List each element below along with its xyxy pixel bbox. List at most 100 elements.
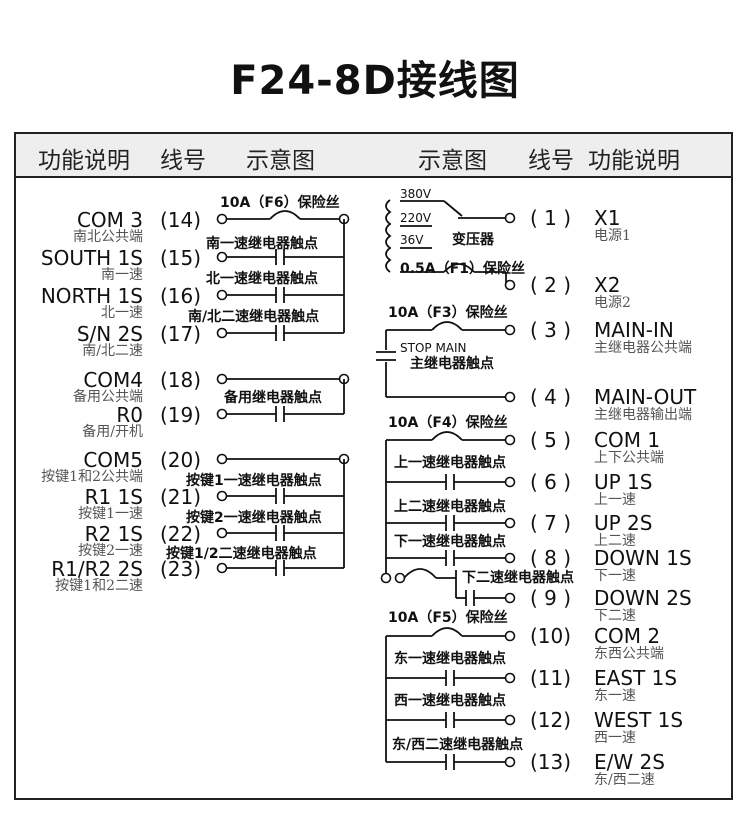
wire-number: (15) xyxy=(160,246,201,270)
terminal-label: COM 3 xyxy=(77,208,143,232)
terminal-description: 西一速 xyxy=(594,730,636,746)
wire-number: (11) xyxy=(530,666,571,690)
relay-label-key1: 按键1一速继电器触点 xyxy=(186,472,322,489)
terminal xyxy=(380,572,392,584)
terminal xyxy=(504,434,516,446)
component-labels: 10A（F6）保险丝南一速继电器触点北一速继电器触点南/北二速继电器触点备用继电… xyxy=(166,187,574,753)
main-relay-label: 主继电器触点 xyxy=(410,355,494,372)
stop-main-label: STOP MAIN xyxy=(400,341,467,355)
relay-label-spare: 备用继电器触点 xyxy=(223,389,322,406)
relay-label-east1: 东一速继电器触点 xyxy=(394,650,506,667)
terminal-description: 南北公共端 xyxy=(73,229,143,245)
wire-number: (16) xyxy=(160,284,201,308)
relay-label-up2: 上二速继电器触点 xyxy=(394,498,506,515)
wire-number: (23) xyxy=(160,557,201,581)
terminal xyxy=(504,517,516,529)
wire-number: ( 6 ) xyxy=(530,470,571,494)
wire-number: (10) xyxy=(530,624,571,648)
terminal xyxy=(504,592,516,604)
terminal xyxy=(504,212,516,224)
terminal-description: 北一速 xyxy=(101,305,143,321)
terminal-label: R1 1S xyxy=(85,485,143,509)
wire xyxy=(443,263,475,273)
terminal-label: UP 2S xyxy=(594,511,652,535)
relay-label-down1: 下一速继电器触点 xyxy=(394,533,506,550)
terminal-description: 下二速 xyxy=(594,608,636,624)
table-header xyxy=(16,134,731,178)
voltage-label-36v: 36V xyxy=(400,233,424,247)
terminal xyxy=(504,756,516,768)
wire xyxy=(443,200,463,217)
wire-number: ( 5 ) xyxy=(530,428,571,452)
header-left-function: 功能说明 xyxy=(38,148,130,174)
wire xyxy=(431,431,463,441)
terminal-label: MAIN-IN xyxy=(594,318,674,342)
terminal-label: S/N 2S xyxy=(77,322,143,346)
terminal-description: 主继电器公共端 xyxy=(594,340,692,356)
relay-label-key12: 按键1/2二速继电器触点 xyxy=(166,545,317,562)
terminal-label: R2 1S xyxy=(85,522,143,546)
relay-label-sn2: 南/北二速继电器触点 xyxy=(188,308,319,325)
terminal xyxy=(216,213,228,225)
wire-number: (20) xyxy=(160,448,201,472)
wire-number: (21) xyxy=(160,485,201,509)
wire-number: ( 7 ) xyxy=(530,511,571,535)
relay-label-south1: 南一速继电器触点 xyxy=(206,235,318,252)
terminal xyxy=(216,289,228,301)
terminal-label: X1 xyxy=(594,206,620,230)
wire xyxy=(431,627,463,637)
terminal-description: 按键1一速 xyxy=(78,506,143,522)
fuse-label-f5: 10A（F5）保险丝 xyxy=(388,609,508,626)
wire xyxy=(385,199,392,273)
terminal xyxy=(216,373,228,385)
terminal-description: 按键2一速 xyxy=(78,543,143,559)
wire-number: (19) xyxy=(160,403,201,427)
relay-label-north1: 北一速继电器触点 xyxy=(206,270,318,287)
header-right-wire: 线号 xyxy=(528,148,574,174)
terminal-label: R1/R2 2S xyxy=(51,557,143,581)
fuse-label-f6: 10A（F6）保险丝 xyxy=(220,194,340,211)
wire xyxy=(269,210,301,220)
wire-number: (14) xyxy=(160,208,201,232)
relay-label-ew2: 东/西二速继电器触点 xyxy=(392,736,523,753)
wire-number: (13) xyxy=(530,750,571,774)
terminal-label: SOUTH 1S xyxy=(41,246,143,270)
terminal-label: COM4 xyxy=(83,368,143,392)
header-right-diagram: 示意图 xyxy=(418,148,487,174)
wire-number: ( 9 ) xyxy=(530,586,571,610)
terminal-label: X2 xyxy=(594,273,620,297)
terminal-label: EAST 1S xyxy=(594,666,677,690)
header-left-diagram: 示意图 xyxy=(246,148,315,174)
terminal-description: 上二速 xyxy=(594,533,636,549)
wire-number: ( 2 ) xyxy=(530,273,571,297)
terminal-description: 按键1和2公共端 xyxy=(41,469,143,485)
terminal xyxy=(216,527,228,539)
terminal-description: 南/北二速 xyxy=(82,343,143,359)
terminal-label: COM 1 xyxy=(594,428,660,452)
terminal-label: MAIN-OUT xyxy=(594,385,697,409)
page-title: F24-8D接线图 xyxy=(230,58,520,104)
terminal xyxy=(216,453,228,465)
terminal-label: WEST 1S xyxy=(594,708,683,732)
fuse-label-f4: 10A（F4）保险丝 xyxy=(388,414,508,431)
terminal xyxy=(504,324,516,336)
wire-number: (17) xyxy=(160,322,201,346)
terminal-label: E/W 2S xyxy=(594,750,665,774)
terminal-description: 南一速 xyxy=(101,267,143,283)
terminal xyxy=(216,490,228,502)
terminal xyxy=(216,251,228,263)
terminal-label: DOWN 1S xyxy=(594,546,692,570)
wire xyxy=(403,568,437,579)
terminal-label: COM 2 xyxy=(594,624,660,648)
fuse-label-f1: 0.5A（F1）保险丝 xyxy=(400,260,525,277)
terminal-description: 备用/开机 xyxy=(82,423,143,440)
terminal xyxy=(394,572,406,584)
relay-label-up1: 上一速继电器触点 xyxy=(394,454,506,471)
terminal-label: NORTH 1S xyxy=(41,284,143,308)
terminal xyxy=(504,714,516,726)
terminal xyxy=(216,327,228,339)
wire-number: ( 4 ) xyxy=(530,385,571,409)
wire-number: (12) xyxy=(530,708,571,732)
